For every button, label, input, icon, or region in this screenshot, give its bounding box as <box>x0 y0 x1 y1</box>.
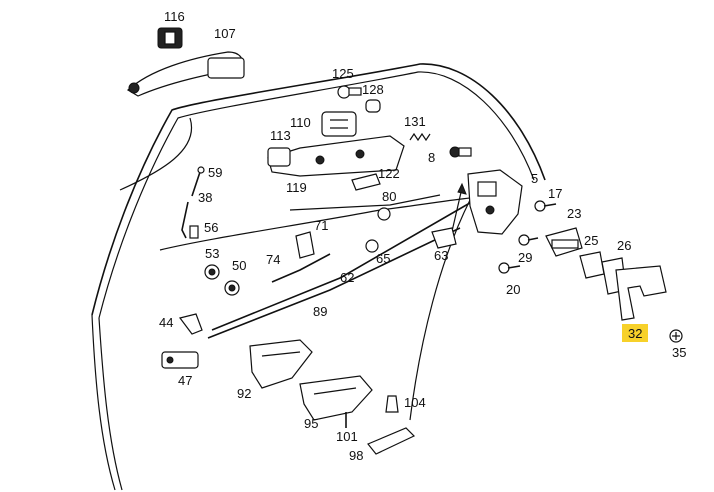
callout-113: 113 <box>270 128 291 143</box>
callout-95: 95 <box>304 416 318 431</box>
part-25 <box>579 251 605 279</box>
part-23-striker <box>545 227 583 257</box>
callout-101: 101 <box>336 429 358 444</box>
callout-8: 8 <box>428 150 435 165</box>
callout-74: 74 <box>266 252 280 267</box>
callout-122: 122 <box>378 166 400 181</box>
part-65 <box>365 239 379 253</box>
part-56 <box>189 225 199 239</box>
part-125 <box>337 85 362 99</box>
callout-125: 125 <box>332 66 354 81</box>
part-29-screw <box>518 234 539 246</box>
part-107-outer-handle <box>126 51 245 97</box>
callout-107: 107 <box>214 26 236 41</box>
callout-29: 29 <box>518 250 532 265</box>
part-38-rod <box>181 201 189 239</box>
part-20-screw <box>498 262 521 274</box>
rod-upper <box>289 194 441 211</box>
part-116 <box>157 27 183 49</box>
callout-116: 116 <box>164 9 185 24</box>
part-95-housing <box>299 375 373 421</box>
part-131-spring <box>409 132 431 142</box>
callout-62: 62 <box>340 270 354 285</box>
callout-38: 38 <box>198 190 212 205</box>
part-17-screw <box>534 200 557 212</box>
part-119-handle-carrier <box>267 135 405 177</box>
callout-89: 89 <box>313 304 327 319</box>
part-104 <box>385 395 399 413</box>
callout-50: 50 <box>232 258 246 273</box>
part-89-rod <box>211 199 476 331</box>
part-59-rod <box>191 166 205 197</box>
part-5-latch <box>467 169 523 235</box>
part-32-bracket <box>615 265 667 321</box>
callout-128: 128 <box>362 82 384 97</box>
callout-53: 53 <box>205 246 219 261</box>
part-110 <box>321 111 357 137</box>
part-98-trim <box>367 427 416 455</box>
callout-25: 25 <box>584 233 598 248</box>
callout-35: 35 <box>672 345 686 360</box>
callout-59: 59 <box>208 165 222 180</box>
door-outline <box>91 63 546 491</box>
part-53 <box>204 264 220 280</box>
callout-56: 56 <box>204 220 218 235</box>
callout-65: 65 <box>376 251 390 266</box>
callout-92: 92 <box>237 386 251 401</box>
callout-71: 71 <box>314 218 328 233</box>
callout-119: 119 <box>286 180 307 195</box>
part-62-rod <box>207 227 461 339</box>
part-122 <box>351 173 381 191</box>
callout-44: 44 <box>159 315 173 330</box>
callout-17: 17 <box>548 186 562 201</box>
callout-131: 131 <box>404 114 426 129</box>
callout-5: 5 <box>531 171 538 186</box>
callout-20: 20 <box>506 282 520 297</box>
part-8 <box>449 146 472 158</box>
part-35-screw <box>669 329 683 343</box>
callout-98: 98 <box>349 448 363 463</box>
callout-104: 104 <box>404 395 426 410</box>
callout-26: 26 <box>617 238 631 253</box>
part-80 <box>377 207 391 221</box>
callout-110: 110 <box>290 115 311 130</box>
part-128 <box>365 99 381 113</box>
callout-47: 47 <box>178 373 192 388</box>
callout-80: 80 <box>382 189 396 204</box>
part-50 <box>224 280 240 296</box>
part-92-inner-handle <box>249 339 313 389</box>
part-47 <box>161 351 199 369</box>
callout-23: 23 <box>567 206 581 221</box>
callout-highlight-32 <box>622 324 648 342</box>
callout-63: 63 <box>434 248 448 263</box>
part-44 <box>178 313 203 335</box>
part-71 <box>295 231 315 259</box>
part-63 <box>431 227 457 249</box>
part-74-rod <box>271 253 331 283</box>
callout-32: 32 <box>628 326 642 341</box>
callout-labels: 116 107 125 128 110 113 131 8 122 119 59… <box>159 9 686 463</box>
